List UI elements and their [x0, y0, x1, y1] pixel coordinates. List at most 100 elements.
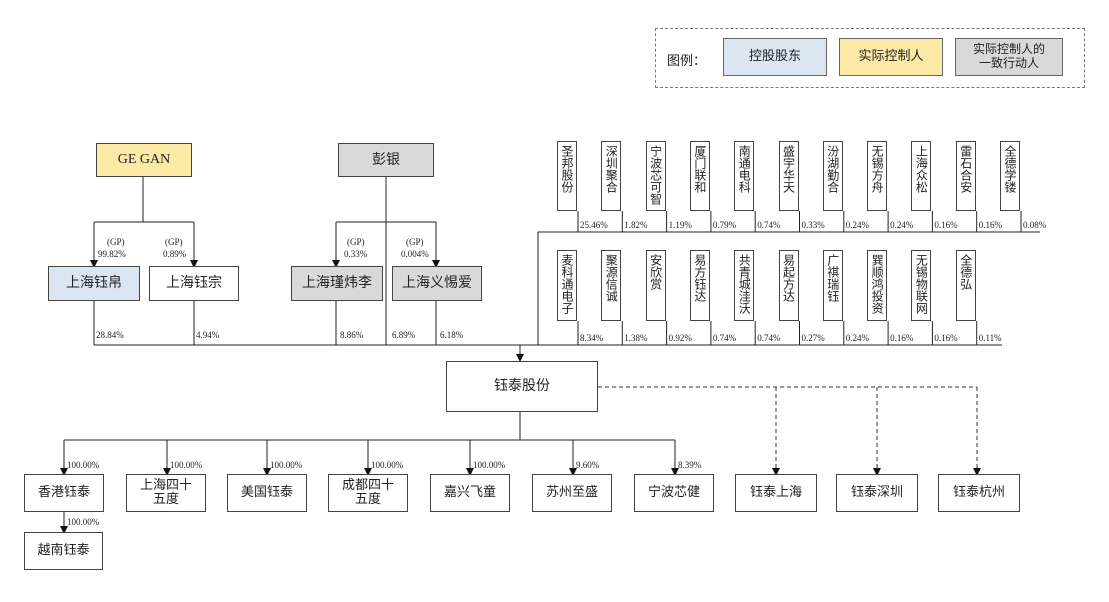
investor-name: 南通电科: [737, 145, 752, 193]
pct-vietnam: 100.00%: [67, 517, 100, 527]
gp-pct-yiyangai: 0.004%: [401, 249, 429, 259]
investor-box: 深圳聚合: [601, 141, 622, 211]
pct-jinweili: 8.86%: [340, 330, 364, 340]
subsidiary-pct: 100.00%: [67, 460, 100, 470]
investor-name: 宁波芯可智: [648, 145, 663, 205]
investor-box: 巽顺鸿投资: [867, 250, 888, 321]
investor-pct: 0.27%: [801, 333, 825, 343]
holder-jinweili: 上海瑾炜李: [291, 266, 383, 301]
investor-pct: 0.74%: [757, 220, 781, 230]
investor-name: 雷石合安: [958, 145, 973, 193]
investor-name: 易方钰达: [692, 254, 707, 302]
subsidiary-box: 香港钰泰: [24, 474, 104, 512]
investor-pct: 1.82%: [624, 220, 648, 230]
investor-name: 无锡方舟: [870, 145, 885, 193]
holder-yiyangai: 上海义惕爱: [392, 266, 482, 301]
investor-pct: 25.46%: [580, 220, 608, 230]
legend-title: 图例：: [667, 54, 707, 69]
investor-box: 无锡物联网: [911, 250, 932, 321]
investor-pct: 0.08%: [1023, 220, 1047, 230]
investor-name: 汾湖勤合: [825, 145, 840, 193]
subsidiary-pct: 8.39%: [678, 460, 702, 470]
gp-label-jinweili: (GP): [347, 237, 365, 247]
investor-box: 全德学镂: [1000, 141, 1020, 211]
investor-name: 麦科通电子: [560, 254, 574, 314]
investor-pct: 0.33%: [801, 220, 825, 230]
pct-peng: 6.89%: [392, 330, 416, 340]
ge-gan-box: GE GAN: [96, 143, 192, 177]
investor-pct: 0.16%: [934, 220, 958, 230]
legend-frame: [655, 28, 1085, 88]
legend-concert-party: 实际控制人的 一致行动人: [955, 38, 1063, 76]
investor-name: 易起方达: [781, 254, 796, 302]
investor-name: 深圳聚合: [604, 145, 619, 193]
investor-box: 汾湖勤合: [822, 141, 843, 211]
investor-pct: 8.34%: [580, 333, 604, 343]
investor-name: 无锡物联网: [914, 254, 929, 314]
gp-pct-jinweili: 0.33%: [344, 249, 368, 259]
pct-yiyangai: 6.18%: [440, 330, 464, 340]
legend-controlling-shareholder: 控股股东: [723, 38, 827, 76]
investor-name: 巽顺鸿投资: [870, 254, 885, 314]
gp-pct-yuanbo: 99.82%: [98, 249, 126, 259]
investor-name: 广祺瑞钰: [825, 254, 840, 302]
branch-hangzhou: 钰泰杭州: [938, 474, 1020, 512]
subsidiary-box: 宁波芯健: [634, 474, 714, 512]
investor-pct: 1.19%: [668, 220, 692, 230]
investor-pct: 1.38%: [624, 333, 648, 343]
holder-yuanzong: 上海钰宗: [149, 266, 239, 301]
gp-label-yuanbo: (GP): [107, 237, 125, 247]
investor-box: 易方钰达: [689, 250, 710, 321]
gp-label-yuanzong: (GP): [165, 237, 183, 247]
investor-pct: 0.74%: [712, 333, 737, 343]
investor-pct: 0.24%: [845, 333, 870, 343]
investor-box: 无锡方舟: [867, 141, 888, 211]
investor-pct: 0.16%: [934, 333, 958, 343]
legend-actual-controller: 实际控制人: [839, 38, 943, 76]
investor-pct: 0.79%: [712, 220, 737, 230]
subsidiary-pct: 100.00%: [170, 460, 203, 470]
investor-name: 上海众松: [914, 145, 929, 193]
pct-yuanzong: 4.94%: [196, 330, 220, 340]
subsidiary-box: 嘉兴飞童: [430, 474, 510, 512]
investor-box: 盛宇华天: [778, 141, 799, 211]
investor-box: 厦门联和: [689, 141, 710, 211]
branch-shanghai: 钰泰上海: [735, 474, 817, 512]
investor-name: 全德学镂: [1003, 145, 1017, 193]
investor-pct: 0.74%: [757, 333, 781, 343]
investor-box: 雷石合安: [955, 141, 976, 211]
investor-box: 宁波芯可智: [645, 141, 666, 211]
pct-yuanbo: 28.84%: [96, 330, 124, 340]
investor-box: 南通电科: [734, 141, 755, 211]
investor-name: 全德弘: [958, 254, 973, 290]
subsidiary-pct: 100.00%: [473, 460, 506, 470]
subsidiary-pct: 100.00%: [371, 460, 404, 470]
investor-box: 易起方达: [778, 250, 799, 321]
investor-box: 广祺瑞钰: [822, 250, 843, 321]
investor-box: 聚源信诚: [601, 250, 622, 321]
subsidiary-box: 成都四十 五度: [328, 474, 408, 512]
investor-pct: 0.92%: [668, 333, 692, 343]
investor-name: 聚源信诚: [604, 254, 619, 302]
investor-pct: 0.11%: [978, 333, 1002, 343]
investor-pct: 0.16%: [890, 333, 914, 343]
subsidiary-box: 苏州至盛: [532, 474, 612, 512]
investor-name: 盛宇华天: [781, 145, 796, 193]
branch-shenzhen: 钰泰深圳: [836, 474, 918, 512]
subsidiary-pct: 100.00%: [270, 460, 303, 470]
investor-box: 圣邦股份: [557, 141, 577, 211]
investor-name: 圣邦股份: [560, 145, 574, 193]
investor-box: 共青城洼沃: [734, 250, 755, 321]
investor-pct: 0.16%: [978, 220, 1002, 230]
holder-yuanbo: 上海钰帛: [48, 266, 140, 301]
investor-pct: 0.24%: [890, 220, 914, 230]
investor-box: 全德弘: [955, 250, 976, 321]
peng-yin-box: 彭银: [338, 143, 434, 177]
company-box: 钰泰股份: [446, 361, 598, 412]
investor-name: 共青城洼沃: [737, 254, 752, 314]
investor-box: 上海众松: [911, 141, 932, 211]
investor-name: 厦门联和: [692, 145, 707, 193]
subsidiary-pct: 9.60%: [576, 460, 600, 470]
investor-box: 麦科通电子: [557, 250, 577, 321]
